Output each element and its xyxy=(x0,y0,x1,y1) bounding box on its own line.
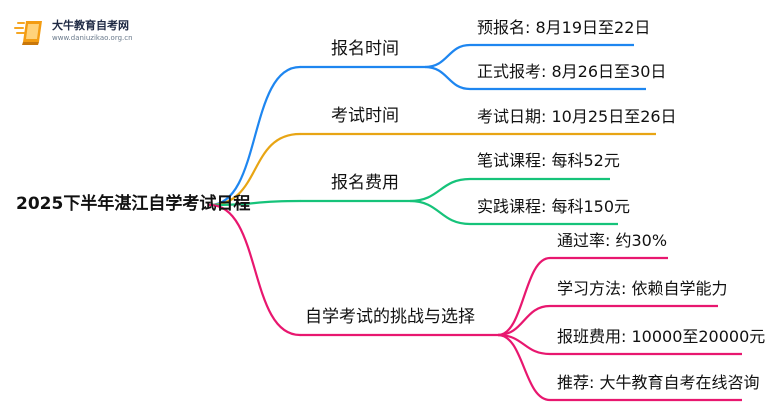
logo-site-name: 大牛教育自考网 xyxy=(52,19,129,32)
connector-branch-3-leaf-0 xyxy=(497,256,551,337)
connector-branch-0-leaf-0 xyxy=(424,43,471,69)
connector-root-branch-2 xyxy=(208,199,302,207)
leaf-practical-course-fee: 实践课程: 每科150元 xyxy=(477,197,631,216)
root-node-title: 2025下半年湛江自学考试日程 xyxy=(16,194,251,214)
branch-registration-fee: 报名费用 xyxy=(331,173,399,193)
leaf-study-method: 学习方法: 依赖自学能力 xyxy=(557,279,728,298)
leaf-pre-registration: 预报名: 8月19日至22日 xyxy=(477,18,651,37)
leaf-exam-date: 考试日期: 10月25日至26日 xyxy=(477,107,677,126)
leaf-pass-rate: 通过率: 约30% xyxy=(557,231,668,250)
branch-challenges-choices: 自学考试的挑战与选择 xyxy=(305,307,475,327)
leaf-class-fee: 报班费用: 10000至20000元 xyxy=(557,327,765,346)
leaf-formal-registration: 正式报考: 8月26日至30日 xyxy=(477,62,667,81)
site-logo: 大牛教育自考网 www.daniuzikao.org.cn xyxy=(12,14,142,48)
connector-root-branch-1 xyxy=(208,132,302,207)
branch-exam-time: 考试时间 xyxy=(331,106,399,126)
branch-registration-time: 报名时间 xyxy=(331,39,399,59)
leaf-recommendation: 推荐: 大牛教育自考在线咨询 xyxy=(557,373,760,392)
connector-root-branch-3 xyxy=(208,203,302,337)
connector-branch-3-leaf-3 xyxy=(497,333,551,402)
logo-book-icon xyxy=(14,21,42,45)
connector-branch-2-leaf-0 xyxy=(409,177,471,203)
connector-branch-0-leaf-1 xyxy=(424,65,471,91)
leaf-written-course-fee: 笔试课程: 每科52元 xyxy=(477,151,620,170)
connector-root-branch-0 xyxy=(208,65,302,207)
connector-branch-3-leaf-1 xyxy=(497,304,551,337)
logo-site-url: www.daniuzikao.org.cn xyxy=(52,34,133,42)
connector-branch-2-leaf-1 xyxy=(409,199,471,226)
